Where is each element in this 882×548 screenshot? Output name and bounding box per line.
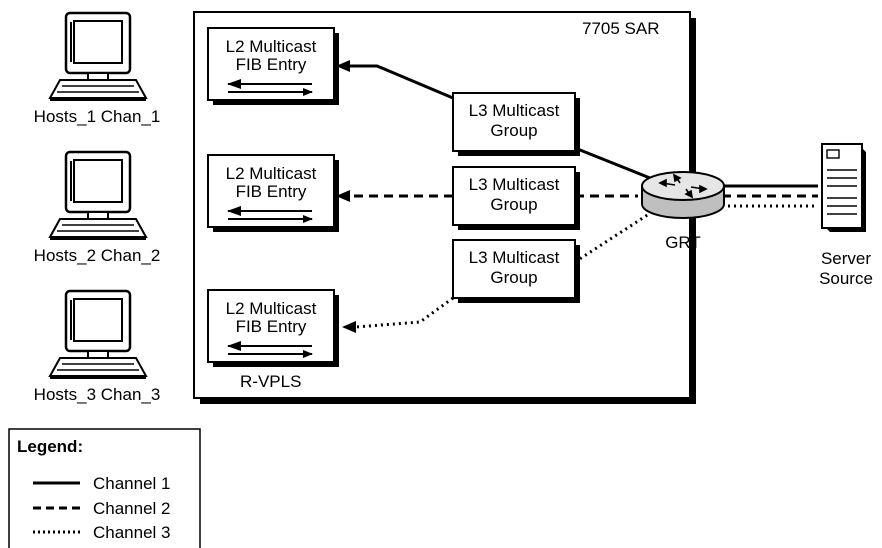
l2-entry-3-line1: L2 Multicast [226, 299, 317, 318]
l3-group-1: L3 Multicast Group [452, 92, 580, 156]
computer-icon [48, 289, 148, 379]
server-label-line1: Server [821, 249, 871, 268]
l2-entry-2: L2 Multicast FIB Entry [207, 154, 339, 232]
server-links [722, 184, 818, 208]
l2-entry-3-line2: FIB Entry [236, 317, 307, 336]
l3-group-2-line2: Group [490, 195, 537, 214]
l2-entry-2-line1: L2 Multicast [226, 164, 317, 183]
host-1-label: Hosts_1 Chan_1 [34, 107, 161, 126]
server-label-line2: Source [819, 269, 873, 288]
l3-group-2: L3 Multicast Group [452, 166, 580, 230]
host-3-label: Hosts_3 Chan_3 [34, 385, 161, 404]
grt-label: GRT [665, 233, 701, 252]
l3-group-3-line1: L3 Multicast [469, 248, 560, 267]
legend: Legend: Channel 1 Channel 2 Channel 3 [8, 428, 201, 548]
legend-title: Legend: [17, 437, 83, 456]
l3-group-3: L3 Multicast Group [452, 239, 580, 303]
server-icon [821, 143, 866, 232]
rvpls-label: R-VPLS [240, 372, 301, 391]
legend-item-3: Channel 3 [93, 523, 171, 542]
l2-entry-1-line2: FIB Entry [236, 55, 307, 74]
l3-group-1-line1: L3 Multicast [469, 101, 560, 120]
l2-entry-2-line2: FIB Entry [236, 182, 307, 201]
legend-item-1: Channel 1 [93, 474, 171, 493]
l2-entry-3: L2 Multicast FIB Entry [207, 289, 339, 367]
channel-2-path [336, 190, 638, 202]
router-box-label: 7705 SAR [582, 19, 660, 38]
channel-3-path [342, 210, 653, 333]
legend-item-2: Channel 2 [93, 499, 171, 518]
l2-entry-1-line1: L2 Multicast [226, 37, 317, 56]
l3-group-2-line1: L3 Multicast [469, 175, 560, 194]
channel-1-path [336, 60, 651, 180]
l2-entry-1: L2 Multicast FIB Entry [207, 27, 339, 105]
computer-icon [48, 11, 148, 101]
router-icon [641, 171, 725, 219]
computer-icon [48, 150, 148, 240]
l3-group-3-line2: Group [490, 268, 537, 287]
host-2-label: Hosts_2 Chan_2 [34, 246, 161, 265]
l3-group-1-line2: Group [490, 121, 537, 140]
